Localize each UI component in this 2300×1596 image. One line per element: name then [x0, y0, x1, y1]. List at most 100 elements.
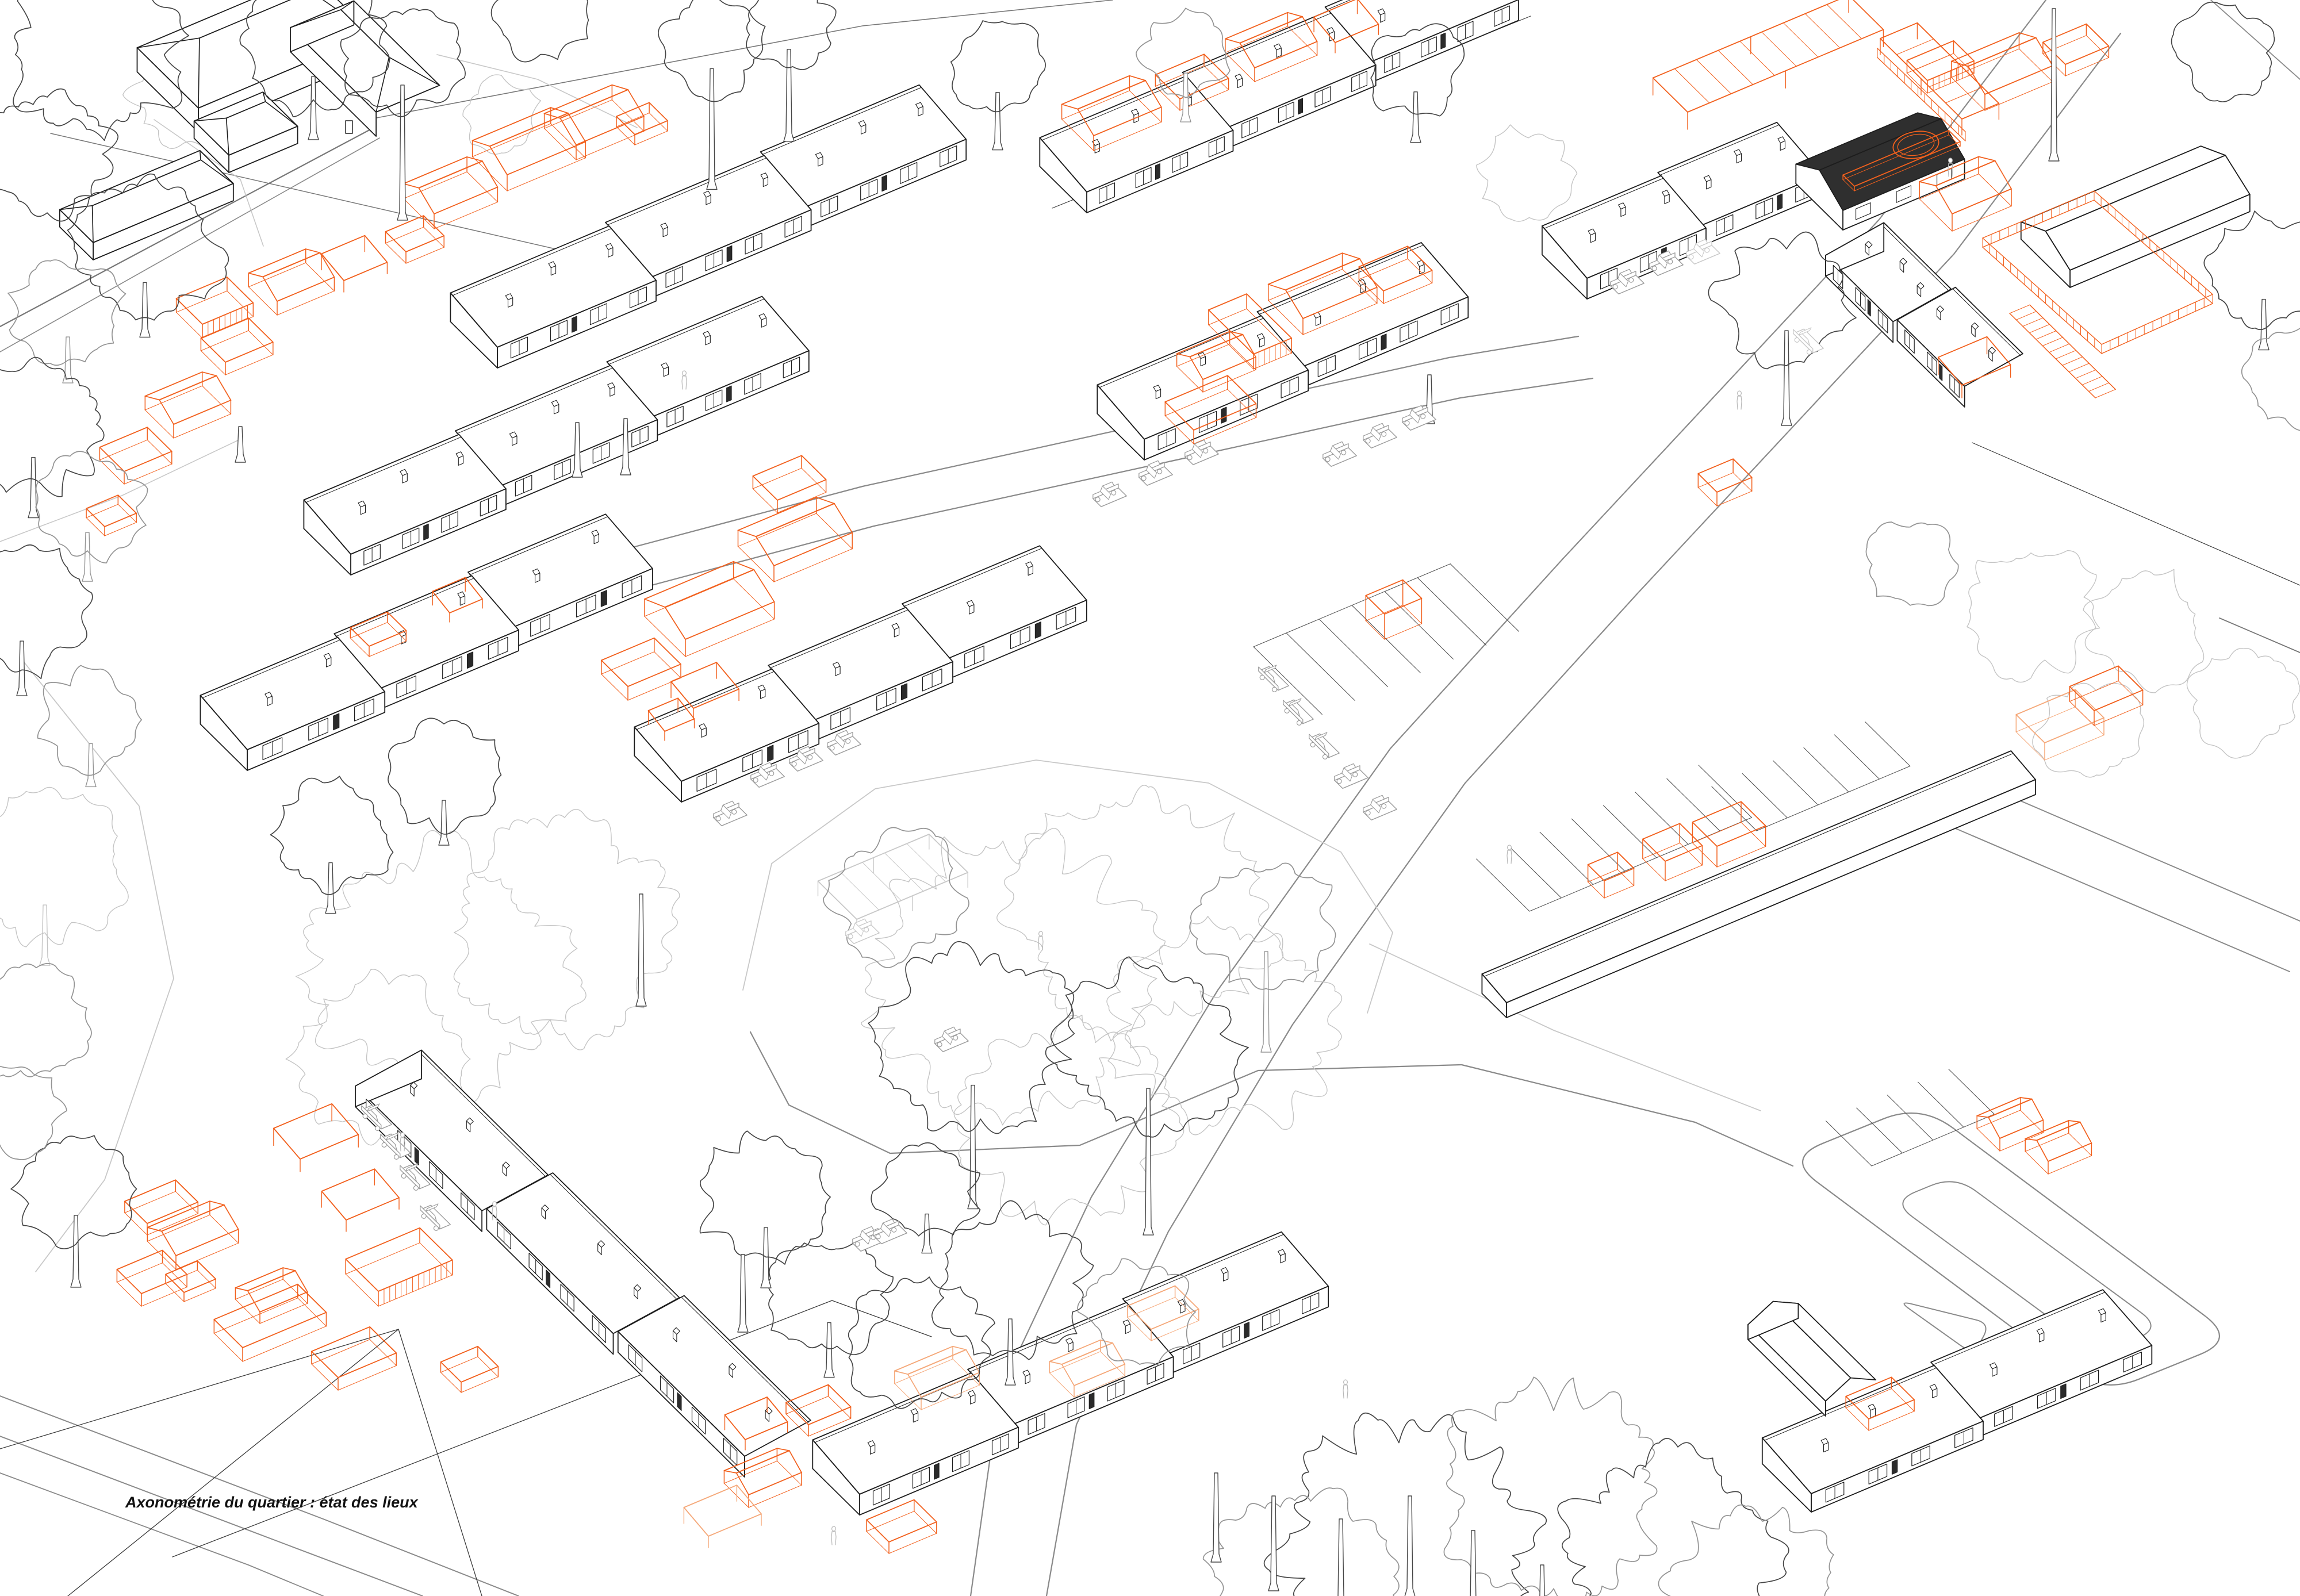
shed-top: [2069, 665, 2144, 711]
tree-trunk: [235, 426, 246, 463]
shed-gable: [543, 84, 645, 160]
car-wheel: [1806, 349, 1812, 355]
person-head: [1948, 158, 1953, 163]
stall-line: [1384, 591, 1454, 659]
chimney-top: [358, 500, 366, 508]
car-windshield: [880, 1222, 892, 1237]
row-ridge-line: [201, 639, 340, 699]
eave: [1176, 331, 1230, 355]
car-wheel: [1688, 254, 1694, 260]
person-head: [1507, 845, 1512, 850]
tree: [699, 1130, 831, 1288]
chimney-top: [699, 723, 707, 730]
car: [1309, 732, 1340, 759]
row-door: [934, 1463, 940, 1480]
car-wheel: [1381, 431, 1387, 437]
housing-row: [1825, 222, 2023, 408]
shed-top: [600, 637, 681, 687]
car: [1363, 795, 1397, 820]
chimney-top: [1377, 8, 1386, 16]
person: [492, 1201, 497, 1221]
chimney-top: [966, 600, 975, 607]
eave: [723, 1448, 778, 1471]
ridge: [1189, 333, 1244, 358]
tree: [996, 785, 1284, 1042]
row-end-wall: [1825, 222, 1885, 277]
gable-end: [1795, 163, 1843, 231]
rafter: [1739, 41, 1775, 76]
ridge: [340, 9, 390, 58]
road: [1979, 782, 2300, 922]
tree-canopy: [35, 451, 148, 563]
traffic-island: [1903, 1302, 1987, 1350]
chimney-top: [1022, 1369, 1030, 1377]
eave: [1302, 286, 1378, 319]
stall-line: [1351, 605, 1421, 673]
road: [436, 54, 638, 128]
tree-trunk: [438, 800, 450, 846]
shed-gable: [1267, 252, 1378, 335]
tree: [658, 0, 766, 190]
chimney-top: [591, 530, 599, 537]
car-wheel: [953, 1035, 959, 1041]
row-door: [467, 651, 474, 669]
tree: [67, 173, 229, 338]
rafter: [1718, 50, 1753, 85]
car: [1258, 665, 1289, 692]
shed-box: [2015, 689, 2104, 761]
chimney-top: [1899, 258, 1907, 266]
shed-box: [86, 494, 137, 536]
chimney-top: [634, 1284, 642, 1292]
shed-base: [601, 651, 681, 701]
row-roof: [1481, 750, 2036, 1003]
car-wheel: [1365, 810, 1371, 816]
shed-base: [165, 1269, 216, 1302]
school-chimney: [345, 120, 353, 134]
tree-canopy: [1136, 7, 1230, 98]
housing-row: [450, 84, 967, 369]
chimney-top: [910, 1408, 919, 1415]
tree: [453, 809, 680, 1050]
car-windshield: [405, 1163, 419, 1172]
eave: [1267, 252, 1343, 285]
shed-top: [785, 1384, 852, 1425]
tree: [2032, 682, 2145, 778]
rafter: [1929, 71, 1967, 87]
car: [1363, 423, 1397, 448]
car-side: [400, 1165, 420, 1190]
gable-end: [776, 1448, 802, 1474]
canopy-roof: [321, 1168, 400, 1221]
tree-canopy: [953, 1015, 1184, 1226]
shed-base: [440, 1356, 499, 1393]
window: [1896, 185, 1912, 203]
shed-top: [752, 455, 827, 501]
person-body: [1736, 396, 1738, 410]
eave: [1049, 1339, 1101, 1362]
eave: [576, 116, 645, 145]
fence: [1877, 48, 1966, 141]
shed-box: [99, 427, 172, 485]
ridge: [664, 569, 755, 608]
dark-roof-building: [1795, 112, 1965, 231]
person-body: [492, 1206, 493, 1221]
tree-trunk: [783, 49, 795, 142]
eave: [144, 371, 203, 397]
person-head: [1343, 1379, 1348, 1385]
shed-top: [385, 215, 445, 252]
eave: [773, 532, 853, 566]
tree: [10, 1135, 137, 1288]
eave: [507, 141, 586, 175]
car-wheel: [433, 1225, 439, 1231]
car-wheel: [1667, 259, 1673, 264]
shed-top: [1692, 801, 1766, 847]
ridge: [418, 160, 483, 189]
tree-trunk: [397, 85, 408, 221]
chimney-top: [264, 692, 273, 699]
stall-line: [1834, 734, 1880, 780]
car-wheel: [1284, 708, 1290, 713]
stall-line: [1539, 831, 1593, 885]
chimney-top: [548, 261, 557, 268]
road: [0, 1472, 324, 1596]
ridge: [559, 89, 629, 119]
person-body: [1741, 396, 1742, 410]
